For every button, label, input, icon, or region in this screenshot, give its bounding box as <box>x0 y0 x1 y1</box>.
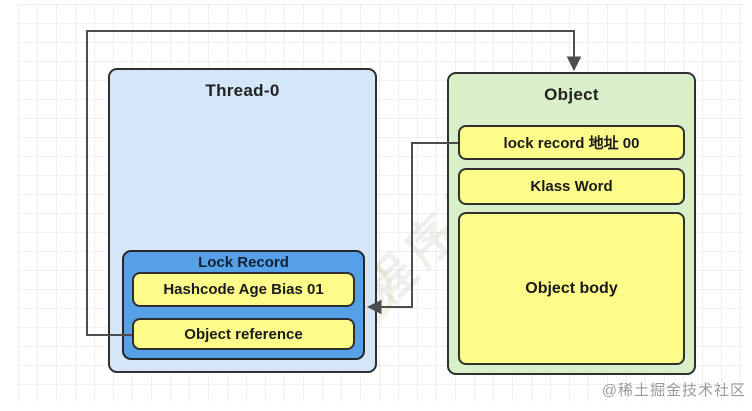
thread0-box: Thread-0 Lock Record Hashcode Age Bias 0… <box>108 68 377 373</box>
cell-hashcode-age-bias: Hashcode Age Bias 01 <box>132 272 355 307</box>
cell-object-body: Object body <box>458 212 685 365</box>
cell-object-reference: Object reference <box>132 318 355 350</box>
cell-klass-word: Klass Word <box>458 168 685 205</box>
thread0-title: Thread-0 <box>205 81 280 100</box>
lock-record-box: Lock Record Hashcode Age Bias 01 Object … <box>122 250 365 360</box>
object-title: Object <box>544 85 599 104</box>
cell-lock-record-address: lock record 地址 00 <box>458 125 685 160</box>
corner-watermark: @稀土掘金技术社区 <box>601 382 746 399</box>
lock-record-title: Lock Record <box>198 254 289 271</box>
object-box: Object lock record 地址 00 Klass Word Obje… <box>447 72 696 375</box>
